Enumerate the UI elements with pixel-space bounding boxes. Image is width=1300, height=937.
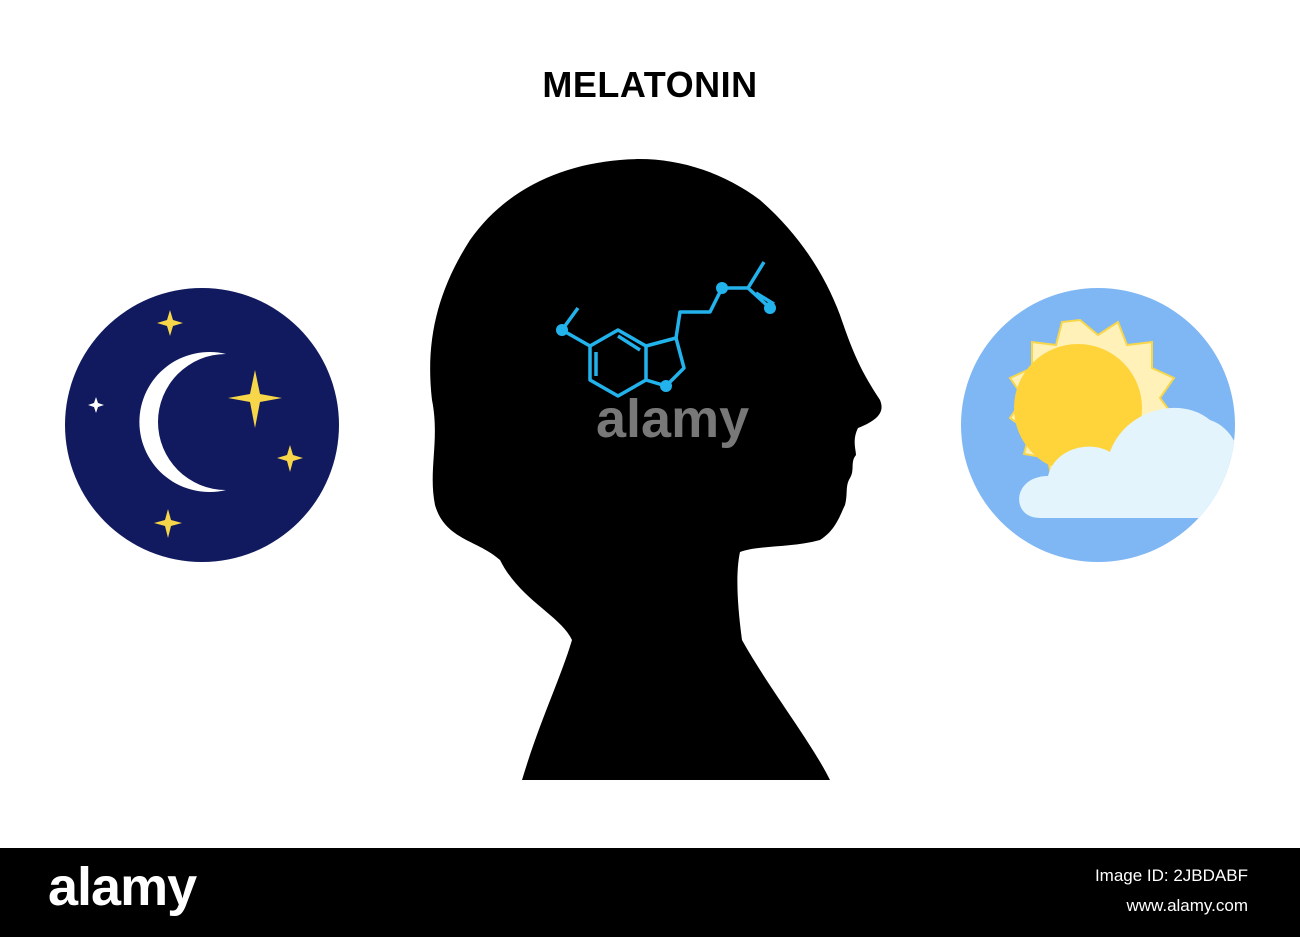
moon-icon	[139, 352, 226, 493]
cloud-icon	[1019, 407, 1235, 518]
star-icon	[157, 310, 183, 336]
brand-logo: alamy	[48, 857, 197, 917]
illustration	[65, 159, 1235, 781]
star-icon	[228, 370, 282, 428]
melatonin-molecule-icon	[556, 261, 776, 398]
sun-icon	[1014, 344, 1142, 472]
head-silhouette	[430, 159, 882, 781]
watermark: alamy	[596, 389, 750, 449]
footer-bar: alamy Image ID: 2JBDABF www.alamy.com	[0, 848, 1300, 937]
page-title: MELATONIN	[542, 64, 758, 105]
image-id-label: Image ID: 2JBDABF	[1094, 866, 1248, 885]
sun-and-cloud-icon	[961, 288, 1235, 562]
star-icon	[88, 397, 104, 413]
moon-and-stars-icon	[65, 288, 339, 562]
site-url[interactable]: www.alamy.com	[1126, 896, 1248, 915]
night-circle	[65, 288, 339, 562]
star-icon	[277, 445, 303, 472]
star-icon	[154, 509, 182, 538]
